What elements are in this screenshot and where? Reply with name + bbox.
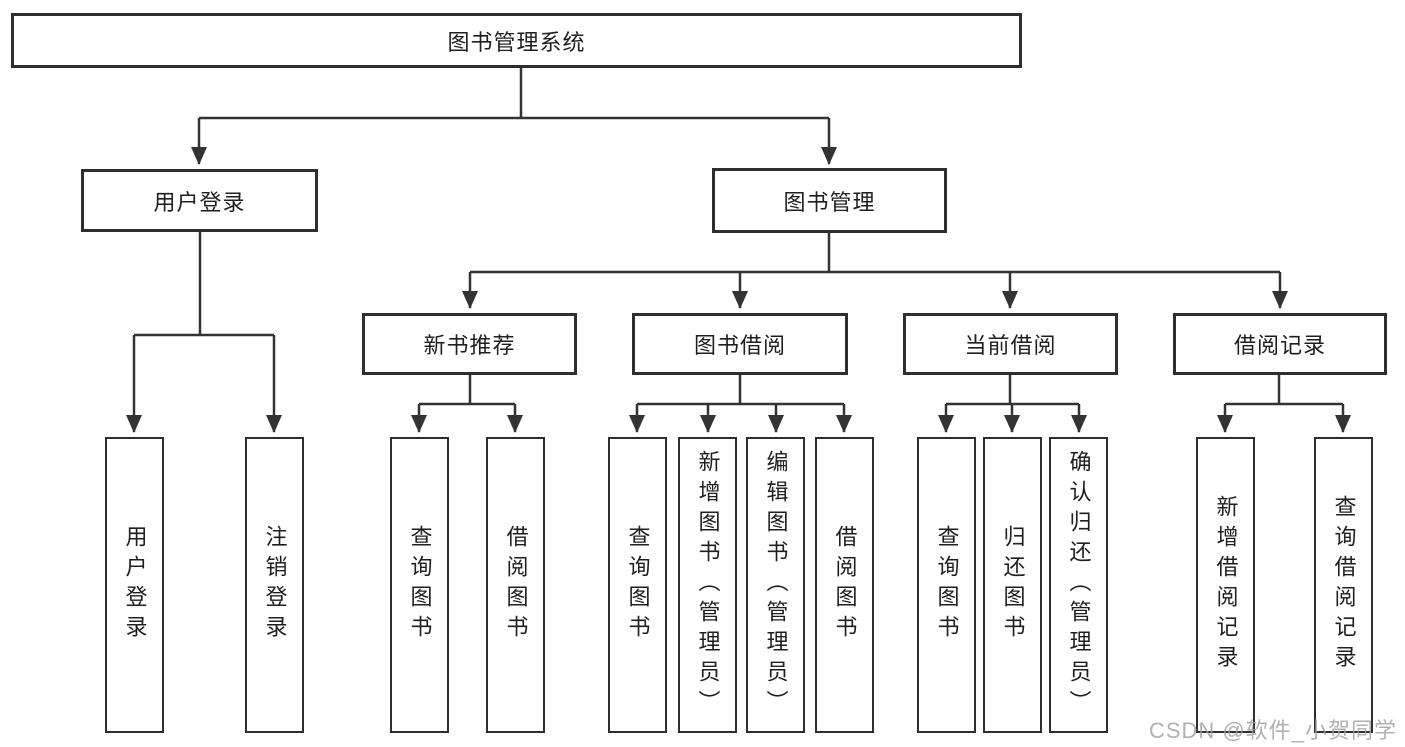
leaf-add-borrow-record-label: 新增借阅记录 [1213,495,1239,675]
leaf-confirm-return-admin: 确认归还（管理员） [1049,437,1108,733]
node-root-label: 图书管理系统 [447,29,586,55]
leaf-edit-book-admin: 编辑图书（管理员） [746,437,805,733]
leaf-user-login: 用户登录 [105,437,164,733]
leaf-query-books-current-label: 查询图书 [934,525,960,645]
node-current-borrowing: 当前借阅 [903,313,1118,375]
leaf-query-books-recommend: 查询图书 [390,437,449,733]
node-borrowing-records-label: 借阅记录 [1233,333,1326,358]
leaf-confirm-return-admin-label: 确认归还（管理员） [1066,450,1092,720]
node-user-login: 用户登录 [81,169,318,232]
leaf-query-books-recommend-label: 查询图书 [407,525,433,645]
leaf-add-book-admin-label: 新增图书（管理员） [695,450,721,720]
node-user-login-label: 用户登录 [153,189,246,215]
leaf-borrow-books-borrowing-label: 借阅图书 [832,525,858,645]
leaf-add-borrow-record: 新增借阅记录 [1196,437,1255,733]
leaf-query-books-borrowing: 查询图书 [608,437,667,733]
leaf-query-books-borrowing-label: 查询图书 [625,525,651,645]
node-book-management-label: 图书管理 [783,189,876,215]
leaf-query-borrow-record: 查询借阅记录 [1314,437,1373,733]
node-book-borrowing-label: 图书借阅 [693,333,786,358]
node-current-borrowing-label: 当前借阅 [964,333,1057,358]
node-new-book-recommendation-label: 新书推荐 [423,333,516,358]
node-book-borrowing: 图书借阅 [632,313,848,375]
node-book-management: 图书管理 [712,168,947,233]
leaf-add-book-admin: 新增图书（管理员） [678,437,737,733]
leaf-user-login-label: 用户登录 [122,525,148,645]
leaf-return-books: 归还图书 [983,437,1042,733]
node-root: 图书管理系统 [11,13,1022,68]
leaf-edit-book-admin-label: 编辑图书（管理员） [763,450,789,720]
leaf-query-borrow-record-label: 查询借阅记录 [1331,495,1357,675]
leaf-return-books-label: 归还图书 [1000,525,1026,645]
leaf-logout: 注销登录 [245,437,304,733]
leaf-borrow-books-borrowing: 借阅图书 [815,437,874,733]
node-borrowing-records: 借阅记录 [1173,313,1387,375]
csdn-watermark: CSDN @软件_小贺同学 [1148,718,1397,743]
leaf-borrow-books-recommend-label: 借阅图书 [503,525,529,645]
node-new-book-recommendation: 新书推荐 [362,313,577,375]
leaf-query-books-current: 查询图书 [917,437,976,733]
leaf-logout-label: 注销登录 [262,525,288,645]
leaf-borrow-books-recommend: 借阅图书 [486,437,545,733]
